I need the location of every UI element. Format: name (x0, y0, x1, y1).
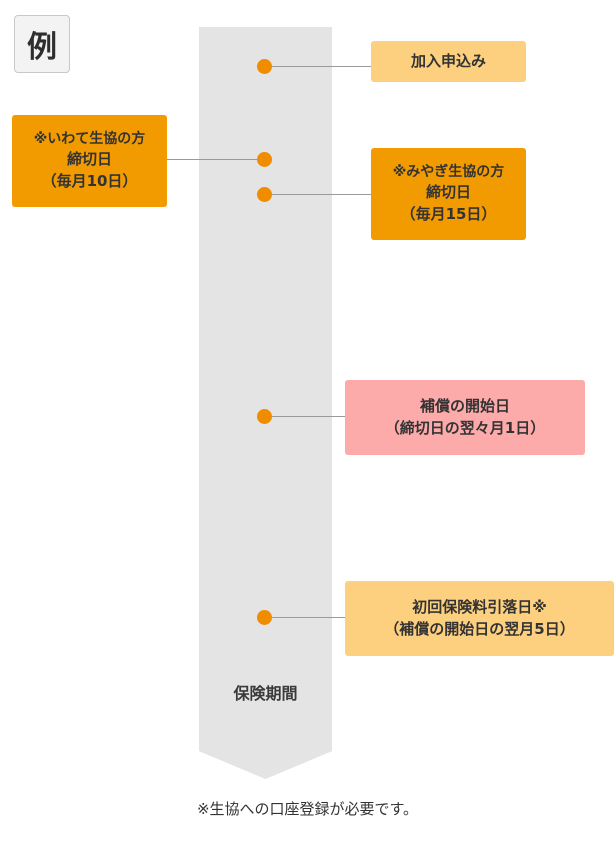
first-debit-dot (257, 610, 272, 625)
iwate-deadline-dot (257, 152, 272, 167)
miyagi-deadline-line3: （毎月15日） (400, 205, 497, 224)
iwate-deadline-line1: ※いわて生協の方 (33, 131, 146, 148)
coverage-start-dot (257, 409, 272, 424)
miyagi-deadline-box: ※みやぎ生協の方 締切日 （毎月15日） (371, 148, 526, 240)
iwate-deadline-connector (167, 159, 259, 160)
application-dot (257, 59, 272, 74)
first-debit-connector (272, 617, 345, 618)
application-box: 加入申込み (371, 41, 526, 82)
application-connector (272, 66, 371, 67)
first-debit-line2: （補償の開始日の翌月5日） (384, 619, 575, 638)
miyagi-deadline-connector (272, 194, 371, 195)
miyagi-deadline-dot (257, 187, 272, 202)
iwate-deadline-line3: （毎月10日） (41, 172, 138, 191)
iwate-deadline-line2: 締切日 (66, 150, 112, 169)
miyagi-deadline-line2: 締切日 (425, 183, 471, 202)
coverage-start-line2: （締切日の翌々月1日） (384, 418, 546, 437)
footnote: ※生協への口座登録が必要です。 (196, 800, 419, 818)
application-label: 加入申込み (410, 51, 486, 70)
miyagi-deadline-line1: ※みやぎ生協の方 (392, 164, 505, 181)
coverage-start-box: 補償の開始日 （締切日の翌々月1日） (345, 380, 585, 455)
coverage-period-timeline (199, 27, 332, 779)
first-debit-box: 初回保険料引落日※ （補償の開始日の翌月5日） (345, 581, 614, 656)
example-badge: 例 (14, 15, 70, 73)
coverage-period-label: 保険期間 (233, 684, 298, 703)
coverage-start-line1: 補償の開始日 (419, 396, 510, 415)
first-debit-line1: 初回保険料引落日※ (412, 597, 547, 616)
coverage-start-connector (272, 416, 345, 417)
iwate-deadline-box: ※いわて生協の方 締切日 （毎月10日） (12, 115, 167, 207)
